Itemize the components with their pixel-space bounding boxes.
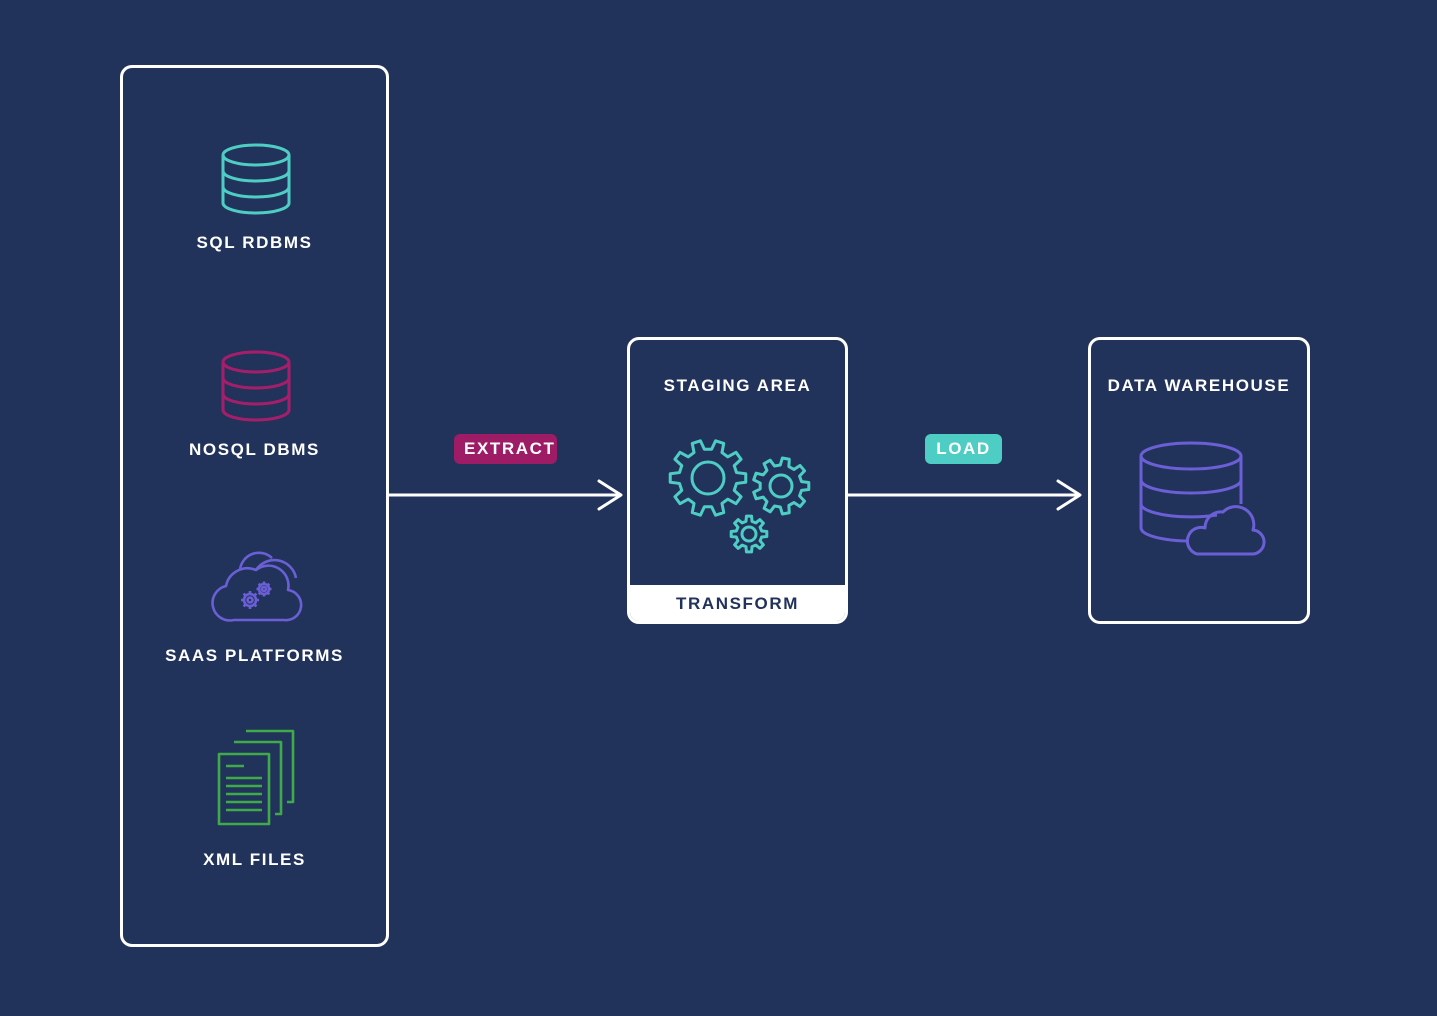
gears-icon xyxy=(668,439,811,554)
source-label-sql-rdbms: SQL RDBMS xyxy=(196,233,313,252)
extract-label: EXTRACT xyxy=(454,434,557,464)
load-label: LOAD xyxy=(925,434,1002,464)
staging-area-box: STAGING AREA TRANSFORM xyxy=(627,337,848,624)
source-label-xml-files: XML FILES xyxy=(203,850,306,869)
database-icon xyxy=(221,350,291,422)
data-warehouse-title: DATA WAREHOUSE xyxy=(1107,376,1291,395)
extract-arrow xyxy=(387,479,623,511)
transform-label: TRANSFORM xyxy=(630,585,845,621)
data-warehouse-box: DATA WAREHOUSE xyxy=(1088,337,1310,624)
load-arrow xyxy=(846,479,1082,511)
cloud-gear-icon xyxy=(211,551,303,622)
documents-icon xyxy=(217,729,295,826)
data-sources-box xyxy=(120,65,389,947)
source-label-saas-platforms: SAAS PLATFORMS xyxy=(165,646,344,665)
database-icon xyxy=(221,143,291,215)
staging-area-title: STAGING AREA xyxy=(663,376,812,395)
source-label-nosql-dbms: NOSQL DBMS xyxy=(189,440,320,459)
database-cloud-icon xyxy=(1139,441,1266,556)
